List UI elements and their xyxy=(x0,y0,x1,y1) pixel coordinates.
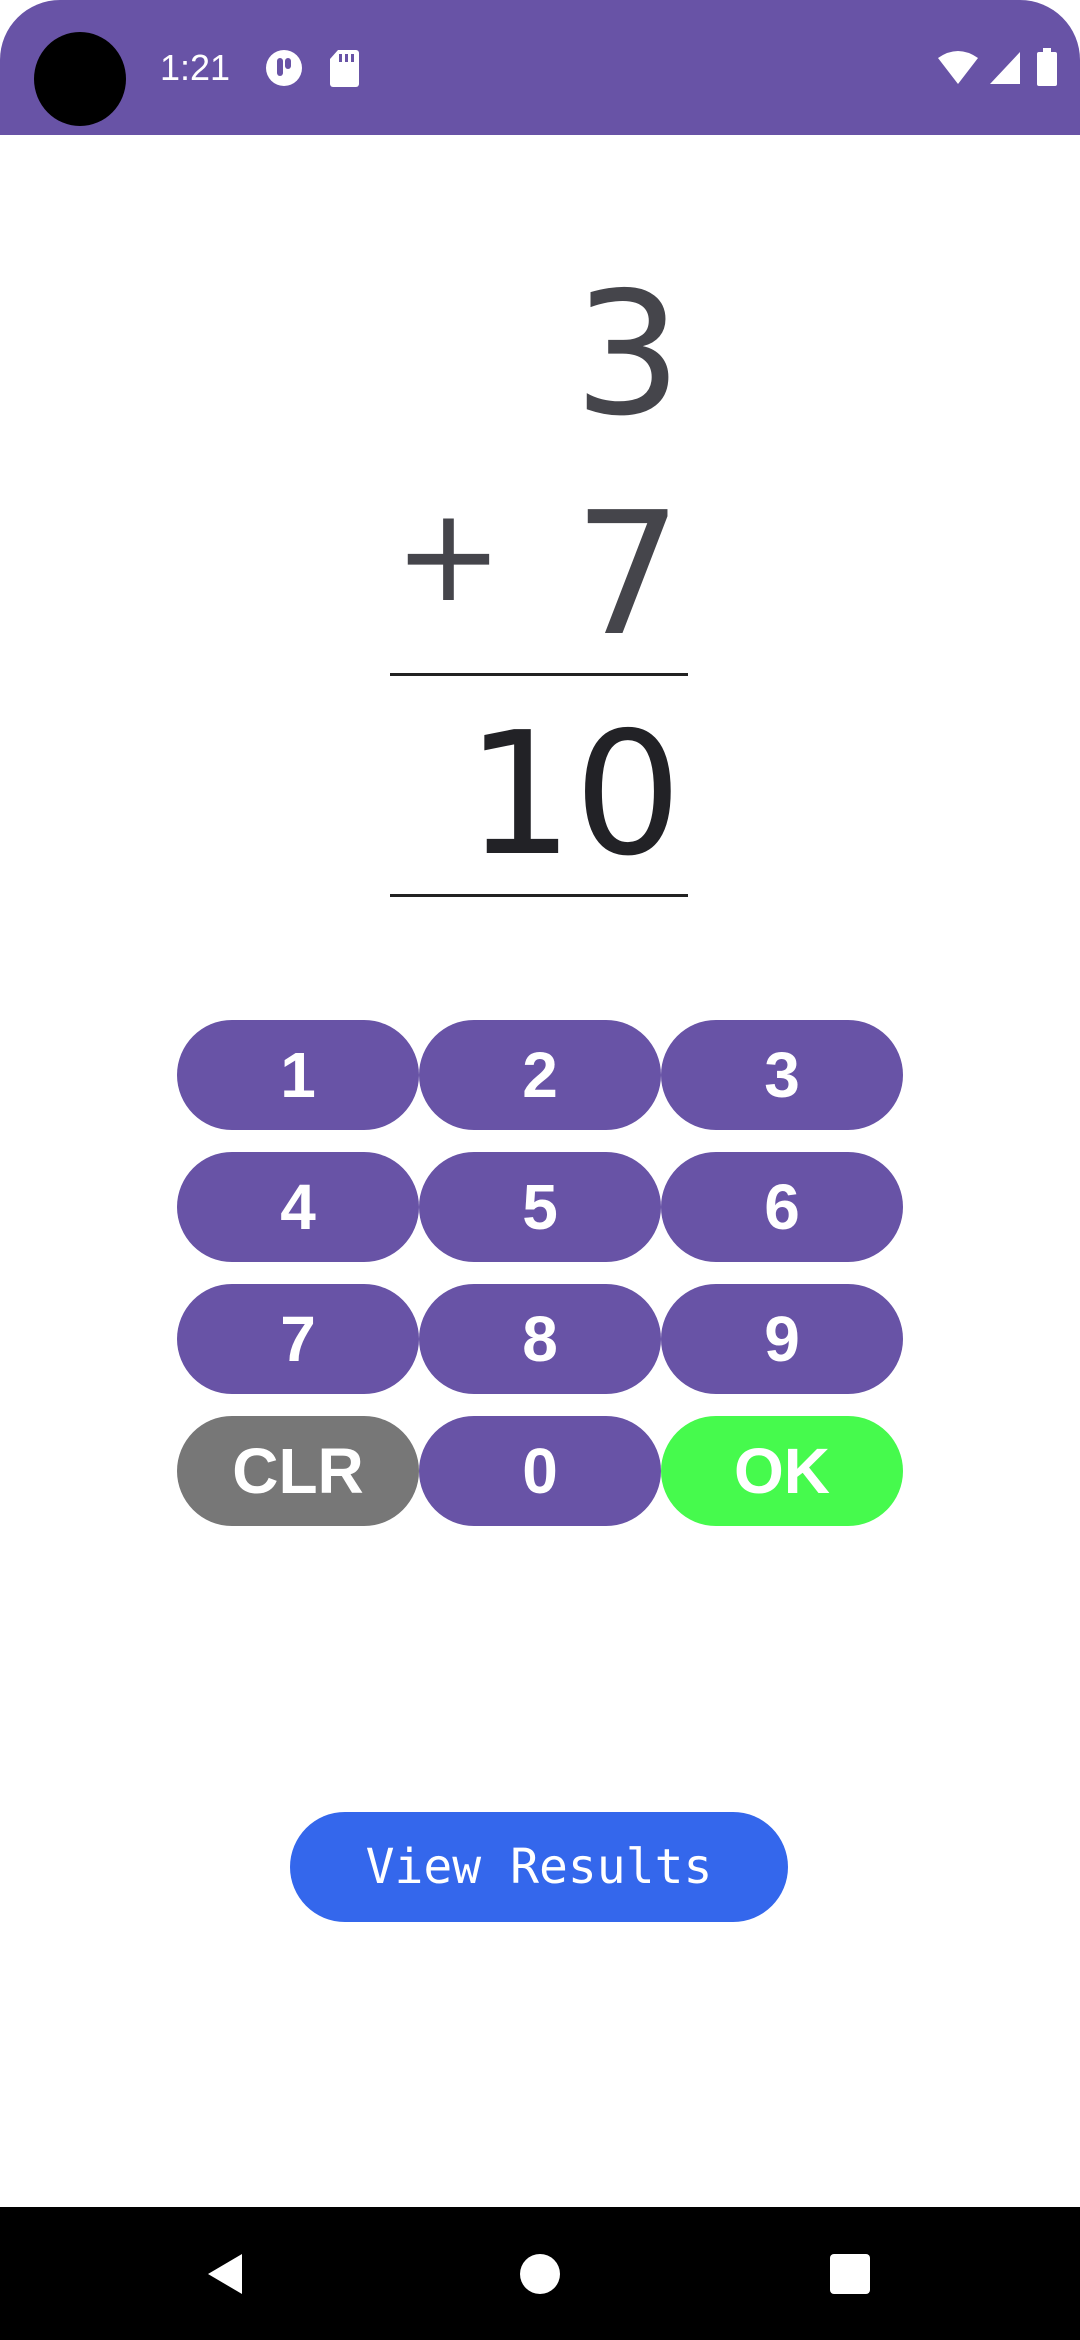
sum-line xyxy=(390,673,688,676)
key-5[interactable]: 5 xyxy=(419,1152,661,1262)
key-1[interactable]: 1 xyxy=(177,1020,419,1130)
sd-card-icon xyxy=(328,48,360,88)
answer-field[interactable]: 10 xyxy=(465,696,682,894)
home-icon[interactable] xyxy=(480,2207,600,2340)
operator: + xyxy=(394,479,503,631)
key-6[interactable]: 6 xyxy=(661,1152,903,1262)
recents-icon[interactable] xyxy=(790,2207,910,2340)
clear-button[interactable]: CLR xyxy=(177,1416,419,1526)
key-3[interactable]: 3 xyxy=(661,1020,903,1130)
key-2[interactable]: 2 xyxy=(419,1020,661,1130)
key-0[interactable]: 0 xyxy=(419,1416,661,1526)
navigation-bar xyxy=(0,2207,1080,2340)
key-4[interactable]: 4 xyxy=(177,1152,419,1262)
cell-signal-icon xyxy=(988,48,1022,88)
bottom-number: 7 xyxy=(573,476,682,674)
answer-underline xyxy=(390,894,688,897)
ok-button[interactable]: OK xyxy=(661,1416,903,1526)
view-results-button[interactable]: View Results xyxy=(290,1812,788,1922)
key-9[interactable]: 9 xyxy=(661,1284,903,1394)
status-bar: 1:21 xyxy=(0,0,1080,135)
wifi-icon xyxy=(936,48,980,88)
key-8[interactable]: 8 xyxy=(419,1284,661,1394)
battery-icon xyxy=(1036,48,1058,88)
top-number: 3 xyxy=(573,256,682,454)
status-time: 1:21 xyxy=(160,47,231,88)
notification-badge-icon xyxy=(264,48,304,88)
back-icon[interactable] xyxy=(166,2207,286,2340)
camera-cutout xyxy=(34,32,126,126)
key-7[interactable]: 7 xyxy=(177,1284,419,1394)
